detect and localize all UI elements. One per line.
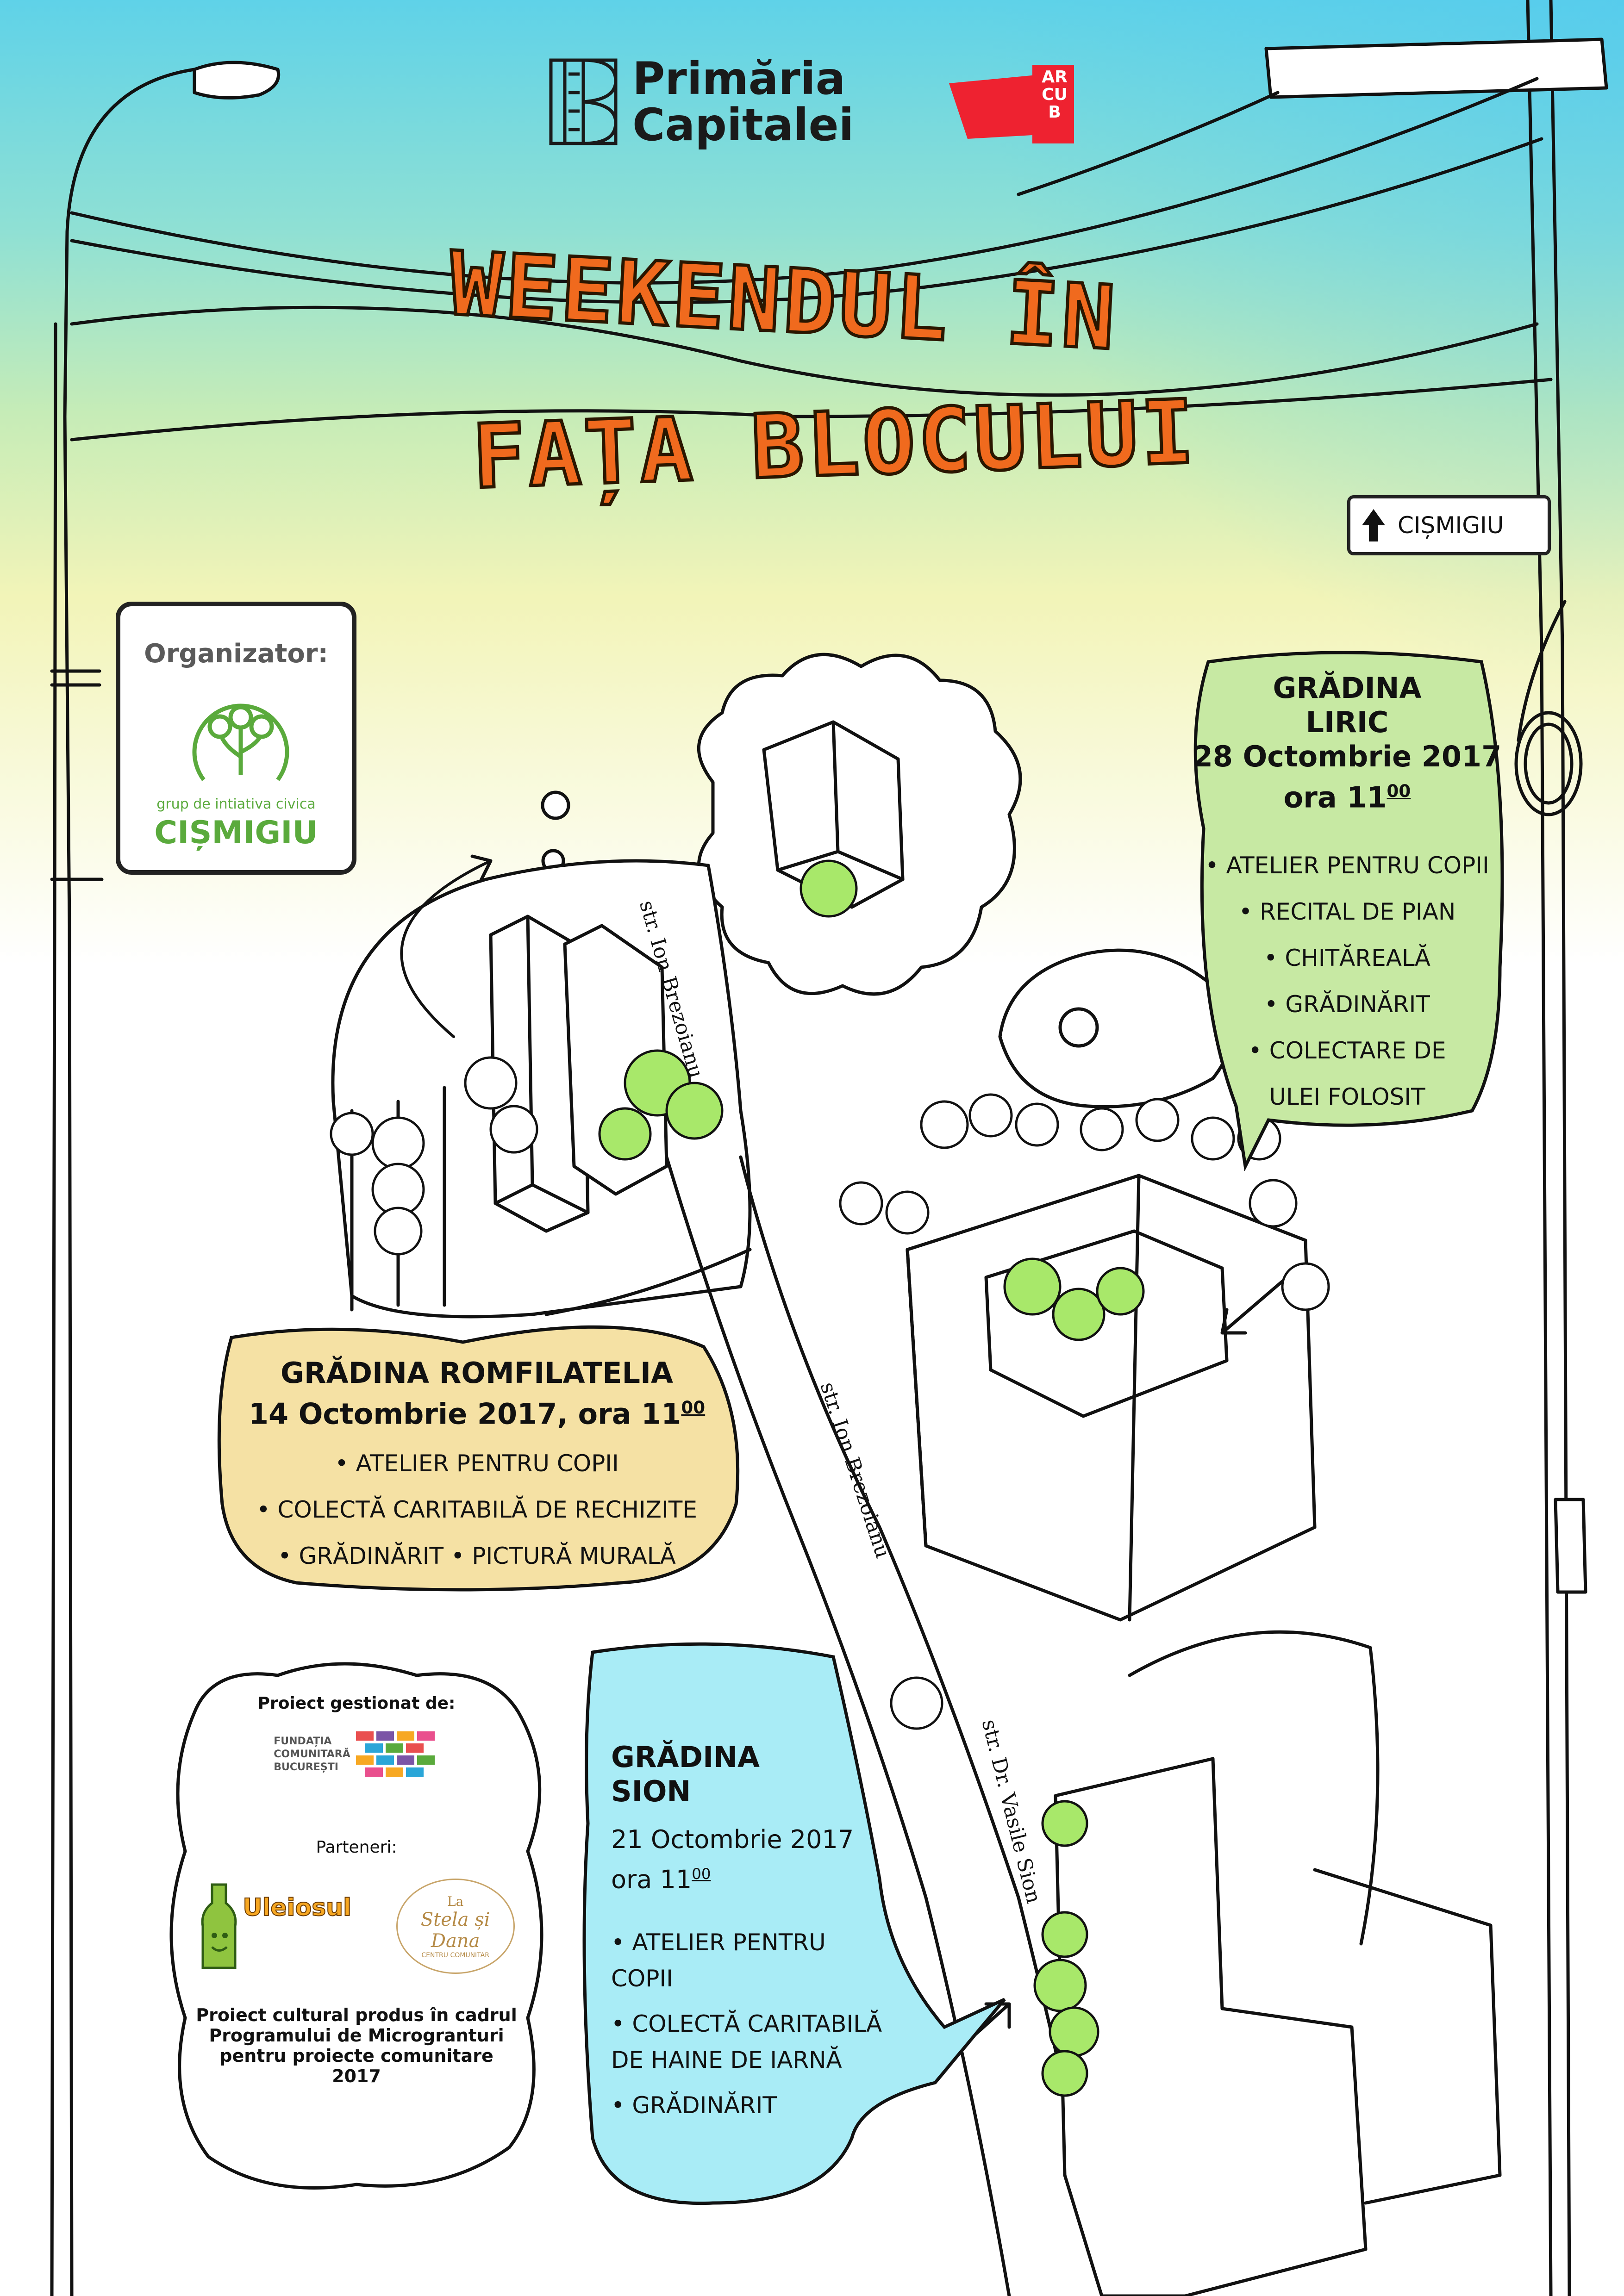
uleiosul-name: Uleiosul [242,1893,352,1922]
event-romfilatelia-item-3: • GRĂDINĂRIT • PICTURĂ MURALĂ [278,1543,676,1570]
event-liric: GRĂDINA LIRIC 28 Octombrie 2017 ora 1100… [1190,671,1505,1120]
event-liric-item-5: • COLECTARE DE [1248,1037,1446,1064]
street-sign-cismigiu: CIȘMIGIU [1347,495,1551,555]
event-sion-item-3: • COLECTĂ CARITABILĂ [611,2010,882,2038]
utility-pole [1549,0,1571,2296]
bubble-sion-shape [582,1642,1006,2205]
tree-icon [598,859,1145,2097]
city-hall-icon [549,58,618,145]
uleiosul-logo: Uleiosul [198,1880,352,1972]
event-sion-time: ora 1100 [611,1865,711,1894]
footer-text: Proiect cultural produs în cadrul Progra… [176,2005,537,2086]
organizer-group-name: CIȘMIGIU [154,815,318,851]
tree-people-icon [192,703,289,781]
stela-line1: La [447,1893,464,1909]
organizer-label: Organizator: [144,639,328,669]
primaria-logo: Primăria Capitalei [546,56,854,148]
city-logo-line2: Capitalei [632,99,854,151]
arcub-logo: ARCUB [949,65,1079,148]
arcub-logo-text: ARCUB [1042,68,1068,122]
street-lamp-pole [63,68,196,2296]
event-sion-name-line2: SION [611,1774,691,1808]
organizer-group-line: grup de intiativa civica [156,796,316,812]
event-sion-item-2: COPII [611,1965,673,1992]
event-liric-item-3: • CHITĂREALĂ [1264,945,1430,972]
street-sign-label: CIȘMIGIU [1398,512,1504,539]
stela-dana-logo: La Stela și Dana CENTRU COMUNITAR [396,1879,515,1974]
event-romfilatelia-item-1: • ATELIER PENTRU COPII [335,1450,619,1477]
footer-line2: Programului de Microgranturi [209,2025,504,2046]
event-romfilatelia-name: GRĂDINA ROMFILATELIA [280,1356,674,1390]
event-liric-item-2: • RECITAL DE PIAN [1238,898,1456,926]
event-sion-date: 21 Octombrie 2017 [611,1825,854,1854]
fundatia-line1: FUNDAȚIA [274,1736,332,1747]
event-liric-item-4: • GRĂDINĂRIT [1264,991,1430,1018]
event-liric-time: ora 1100 [1283,780,1411,815]
organizer-sign: Organizator: grup de intiativa civica CI… [116,602,356,875]
building-sion [1054,1757,1368,2296]
event-liric-item-1: • ATELIER PENTRU COPII [1205,852,1489,879]
oil-bottle-icon [201,1883,237,1969]
event-sion-item-5: • GRĂDINĂRIT [611,2092,777,2119]
event-liric-name-line1: GRĂDINA [1273,671,1422,705]
event-liric-item-6: ULEI FOLOSIT [1269,1083,1425,1111]
event-sion-name-line1: GRĂDINA [611,1740,760,1774]
arrow-icon [400,859,492,1038]
event-sion-item-4: DE HAINE DE IARNĂ [611,2047,842,2074]
event-liric-date: 28 Octombrie 2017 [1193,740,1502,773]
footer-line1: Proiect cultural produs în cadrul [196,2005,517,2025]
city-logo-line1: Primăria [632,53,846,105]
event-liric-name-line2: LIRIC [1305,705,1389,739]
managed-by-label: Proiect gestionat de: [257,1694,456,1713]
event-romfilatelia-item-2: • COLECTĂ CARITABILĂ DE RECHIZITE [256,1496,697,1524]
arcub-logo-shape [949,65,1074,143]
fundatia-bricks-icon [356,1731,435,1777]
arrow-up-icon [1362,509,1385,541]
fundatia-line3: BUCUREȘTI [274,1761,338,1773]
stela-line2: Stela și Dana [420,1909,490,1952]
event-sion-item-1: • ATELIER PENTRU [611,1929,826,1956]
fundatia-logo: FUNDAȚIA COMUNITARĂ BUCUREȘTI [176,1731,537,1778]
stela-line3: CENTRU COMUNITAR [421,1951,489,1959]
partners-label: Parteneri: [316,1838,397,1857]
partners-cloud-shape [169,1662,543,2190]
footer-line3: pentru proiecte comunitare [219,2046,493,2066]
bubble-liric-shape [1193,651,1504,1171]
event-sion: GRĂDINA SION 21 Octombrie 2017 ora 1100 … [611,1740,935,2123]
fundatia-line2: COMUNITARĂ [274,1748,350,1760]
event-romfilatelia-date: 14 Octombrie 2017, ora 1100 [248,1397,706,1431]
bubble-romfilatelia-shape [217,1325,740,1592]
event-romfilatelia: GRĂDINA ROMFILATELIA 14 Octombrie 2017, … [218,1356,736,1579]
partners-block: Proiect gestionat de: FUNDAȚIA COMUNITAR… [176,1694,537,2086]
footer-line4: 2017 [332,2066,381,2086]
